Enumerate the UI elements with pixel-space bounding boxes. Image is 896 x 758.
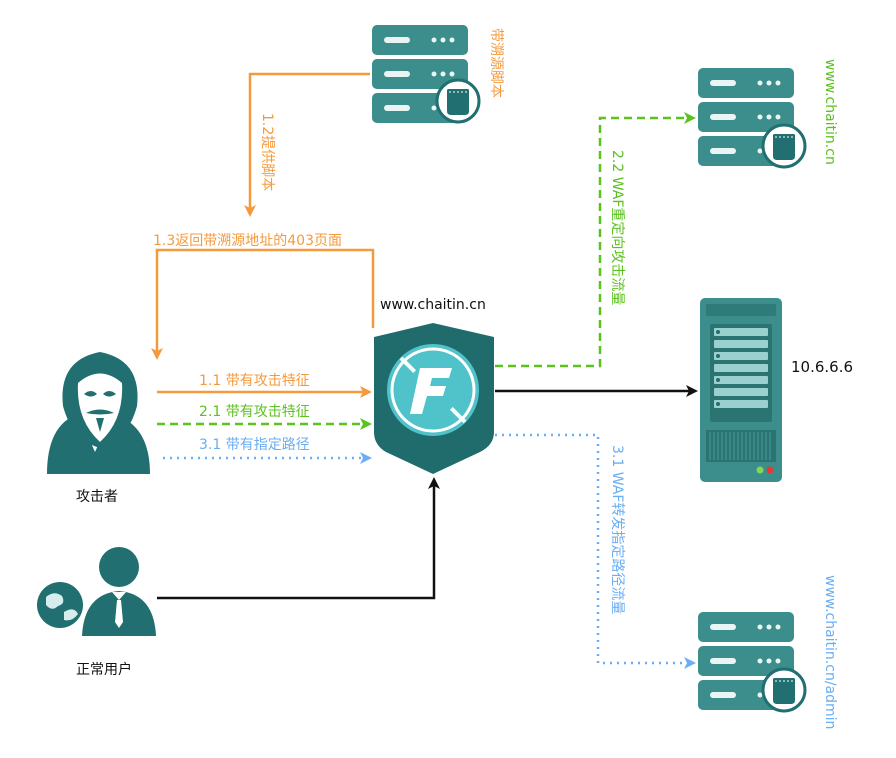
backend-server-tower-icon [700, 298, 782, 482]
edge-label-path-3: 3.1 带有指定路径 [199, 437, 310, 453]
backend-server-label: 10.6.6.6 [791, 358, 854, 376]
normal-user-label: 正常用户 [76, 662, 132, 678]
edge-label-attack-2: 2.1 带有攻击特征 [199, 404, 310, 420]
admin-server-icon [698, 612, 807, 713]
attacker-label: 攻击者 [76, 489, 118, 505]
chaitin-server-label: www.chaitin.cn [822, 59, 838, 165]
script-server-icon [372, 25, 481, 124]
edge-normal-user [157, 477, 440, 600]
edge-label-provide-script: 1.2提供脚本 [259, 113, 275, 192]
edge-provide-script [244, 72, 370, 217]
attacker-hacker-icon [47, 352, 150, 474]
waf-shield-icon [374, 323, 494, 474]
edge-label-forward-path: 3.1 WAF转发指定路径流量 [609, 445, 625, 615]
waf-domain-label: www.chaitin.cn [380, 297, 486, 313]
script-server-label: 带溯源脚本 [488, 28, 504, 98]
edge-label-return-403: 1.3返回带溯源地址的403页面 [153, 233, 342, 249]
edge-label-redirect-waf: 2.2 WAF重定向攻击流量 [609, 150, 625, 306]
edge-label-attack-1: 1.1 带有攻击特征 [199, 373, 310, 389]
admin-server-label: www.chaitin.cn/admin [822, 575, 838, 730]
edge-forward-path [495, 433, 696, 669]
edge-redirect-waf [495, 112, 696, 368]
normal-user-icon [37, 547, 156, 636]
edge-return-403 [151, 248, 375, 360]
chaitin-server-icon [698, 68, 807, 169]
